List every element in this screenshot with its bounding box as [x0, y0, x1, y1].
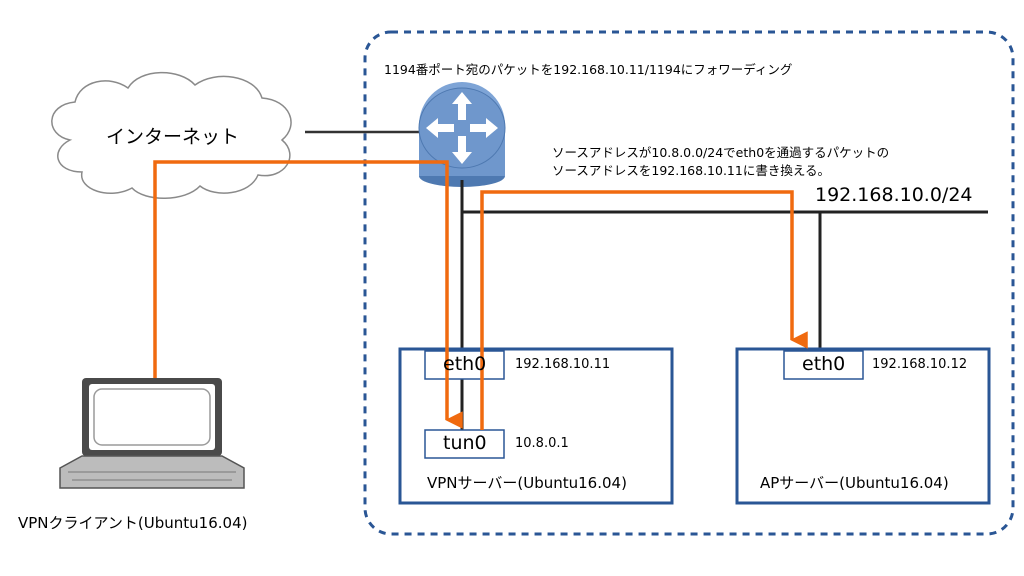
- port-forward-note: 1194番ポート宛のパケットを192.168.10.11/1194にフォワーディ…: [384, 62, 793, 77]
- vpn-server-title: VPNサーバー(Ubuntu16.04): [427, 474, 627, 492]
- vpn-tun0-ip: 10.8.0.1: [515, 436, 569, 451]
- vpn-tun0-name: tun0: [443, 432, 487, 454]
- network-label: 192.168.10.0/24: [815, 184, 973, 206]
- vpn-eth0-box: [424, 350, 505, 380]
- ap-server-box: [735, 347, 991, 505]
- router-icon: [418, 82, 506, 187]
- vpn-eth0-ip: 192.168.10.11: [515, 357, 611, 372]
- flow-tun0-to-ap: [480, 190, 808, 430]
- vpn-eth0-name: eth0: [443, 353, 487, 375]
- flow-client-to-tun0: [153, 160, 463, 429]
- lan-boundary: [363, 30, 1015, 536]
- ap-eth0-box: [783, 350, 864, 380]
- vpn-server-box: [398, 347, 674, 505]
- nat-note-line1: ソースアドレスが10.8.0.0/24でeth0を通過するパケットの: [552, 145, 890, 160]
- internet-label: インターネット: [106, 126, 240, 148]
- laptop-icon: [59, 378, 245, 489]
- ap-eth0-name: eth0: [802, 353, 846, 375]
- vpn-tun0-box: [424, 429, 505, 459]
- internet-cloud: [51, 71, 292, 199]
- ap-eth0-ip: 192.168.10.12: [872, 357, 968, 372]
- client-label: VPNクライアント(Ubuntu16.04): [18, 514, 248, 532]
- ap-server-title: APサーバー(Ubuntu16.04): [760, 474, 949, 492]
- nat-note-line2: ソースアドレスを192.168.10.11に書き換える。: [552, 163, 830, 178]
